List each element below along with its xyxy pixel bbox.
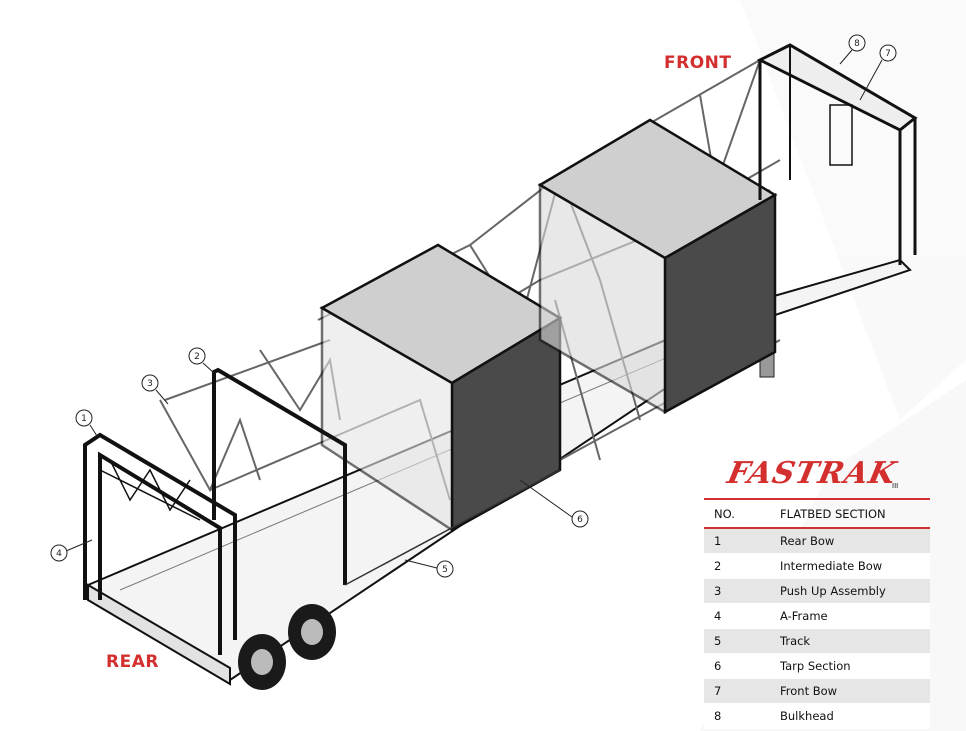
svg-text:8: 8 [854, 39, 860, 49]
legend-row-name: A-Frame [780, 603, 930, 629]
legend-row-no: 3 [704, 578, 780, 604]
legend-row-name: Track [780, 628, 930, 654]
wheels [238, 344, 775, 690]
callout-leaders [65, 49, 883, 569]
callout-4: 4 [50, 544, 68, 562]
intermediate-bow [212, 367, 347, 585]
svg-text:2: 2 [194, 352, 200, 362]
legend-row-no: 5 [704, 628, 780, 654]
svg-text:3: 3 [147, 379, 153, 389]
legend-row-name: Bulkhead [780, 703, 930, 729]
callout-7: 7 [879, 44, 897, 62]
legend-row-no: 8 [704, 703, 780, 729]
rear-label: REAR [106, 652, 159, 672]
svg-text:6: 6 [577, 515, 583, 525]
legend-row-no: 2 [704, 553, 780, 579]
legend-row-name: Push Up Assembly [780, 578, 930, 604]
svg-text:5: 5 [442, 565, 448, 575]
svg-text:1: 1 [81, 414, 87, 424]
callout-2: 2 [188, 347, 206, 365]
legend-row-no: 4 [704, 603, 780, 629]
callout-5: 5 [436, 560, 454, 578]
legend-row-name: Rear Bow [780, 528, 930, 554]
legend-header-no: NO. [704, 498, 780, 529]
track [344, 469, 561, 586]
svg-text:7: 7 [885, 49, 891, 59]
legend-header-row: NO. FLATBED SECTION [704, 498, 930, 529]
legend-row-name: Tarp Section [780, 653, 930, 679]
front-bulkhead [756, 43, 918, 265]
tarp-section-rear [319, 243, 563, 533]
callout-1: 1 [75, 409, 93, 427]
logo-text: FASTRAK [724, 456, 900, 491]
fastrak-logo: FASTRAK III [700, 452, 940, 496]
legend-header-section: FLATBED SECTION [780, 498, 930, 529]
callout-6: 6 [571, 510, 589, 528]
legend-row-no: 6 [704, 653, 780, 679]
callout-3: 3 [141, 374, 159, 392]
logo-suffix: III [892, 482, 899, 490]
svg-text:4: 4 [56, 549, 62, 559]
tarp-section-front [537, 118, 778, 415]
legend-row-no: 7 [704, 678, 780, 704]
legend-row-no: 1 [704, 528, 780, 554]
legend-row-name: Front Bow [780, 678, 930, 704]
front-label: FRONT [664, 53, 732, 73]
rear-bow [83, 432, 237, 655]
callout-8: 8 [848, 34, 866, 52]
legend-row-name: Intermediate Bow [780, 553, 930, 579]
